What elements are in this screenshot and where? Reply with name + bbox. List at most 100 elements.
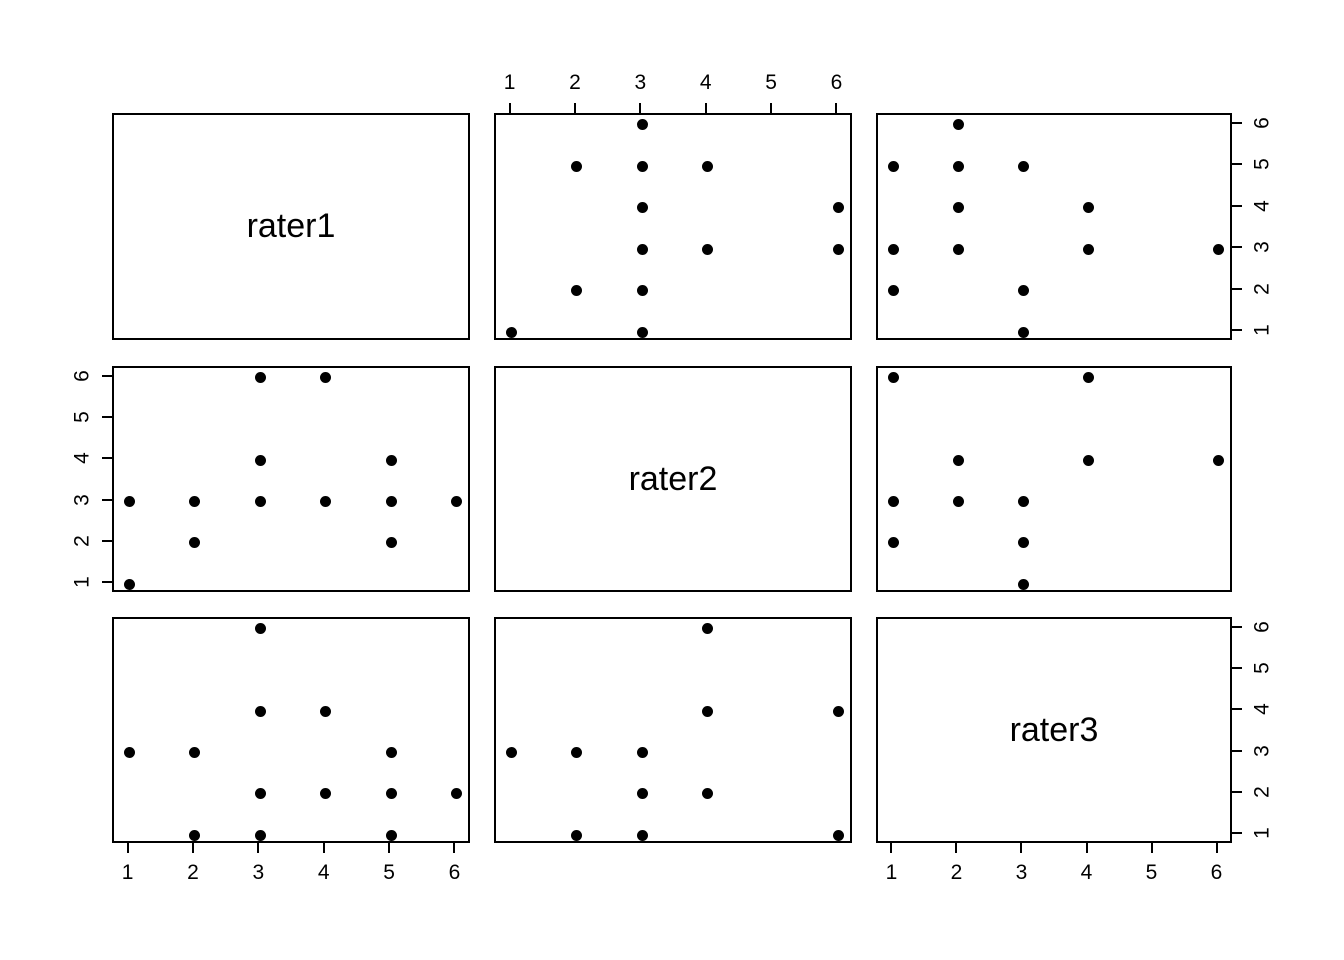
scatter-panel-rater3-vs-rater1 xyxy=(876,113,1232,340)
data-point xyxy=(832,829,844,841)
axis-tick-label-top: 1 xyxy=(503,71,516,94)
data-point xyxy=(1017,496,1029,508)
plot-area xyxy=(496,619,850,841)
data-point xyxy=(189,537,201,549)
data-point xyxy=(385,829,397,841)
data-point xyxy=(385,788,397,800)
data-point xyxy=(450,496,462,508)
scatter-panel-rater1-vs-rater3 xyxy=(112,617,470,843)
axis-tick-label-right: 2 xyxy=(1250,786,1274,798)
data-point xyxy=(1083,454,1094,466)
axis-tick-label-right: 1 xyxy=(1250,827,1274,839)
axis-tick-bottom xyxy=(388,843,391,853)
axis-tick-label-right: 3 xyxy=(1250,744,1274,757)
axis-tick-bottom xyxy=(1085,843,1088,853)
axis-tick-right xyxy=(1232,246,1242,249)
data-point xyxy=(254,454,266,466)
axis-tick-label-top: 4 xyxy=(699,71,712,94)
data-point xyxy=(385,747,397,759)
data-point xyxy=(571,747,583,759)
axis-tick-label-top: 3 xyxy=(634,71,647,94)
axis-tick-right xyxy=(1232,790,1242,793)
axis-tick-label-bottom: 3 xyxy=(252,861,265,884)
data-point xyxy=(887,160,899,172)
axis-tick-label-right: 6 xyxy=(1250,117,1274,129)
axis-tick-bottom xyxy=(453,843,456,853)
axis-tick-label-right: 4 xyxy=(1250,703,1274,716)
scatter-panel-rater3-vs-rater2 xyxy=(876,366,1232,592)
axis-tick-label-top: 2 xyxy=(569,71,581,94)
axis-tick-label-right: 5 xyxy=(1250,158,1274,171)
data-point xyxy=(636,202,648,214)
axis-tick-right xyxy=(1232,708,1242,711)
axis-tick-label-right: 1 xyxy=(1250,324,1274,336)
diagonal-panel-rater2: rater2 xyxy=(494,366,852,592)
diagonal-panel-rater1: rater1 xyxy=(112,113,470,340)
data-point xyxy=(1017,578,1029,590)
axis-tick-bottom xyxy=(257,843,260,853)
scatter-panel-rater2-vs-rater3 xyxy=(494,617,852,843)
axis-tick-right xyxy=(1232,204,1242,207)
axis-tick-top xyxy=(770,103,773,113)
data-point xyxy=(832,243,844,255)
data-point xyxy=(320,496,332,508)
plot-area xyxy=(878,115,1230,338)
axis-tick-bottom xyxy=(191,843,194,853)
data-point xyxy=(1213,243,1224,255)
data-point xyxy=(702,243,714,255)
axis-tick-label-left: 6 xyxy=(70,369,94,382)
data-point xyxy=(636,326,648,338)
axis-tick-top xyxy=(573,103,576,113)
axis-tick-label-left: 5 xyxy=(70,411,94,423)
data-point xyxy=(636,243,648,255)
data-point xyxy=(952,496,964,508)
axis-tick-right xyxy=(1232,749,1242,752)
axis-tick-label-left: 1 xyxy=(70,576,94,588)
axis-tick-label-bottom: 2 xyxy=(187,861,199,884)
axis-tick-label-bottom: 5 xyxy=(1145,861,1158,884)
diagonal-panel-rater3: rater3 xyxy=(876,617,1232,843)
scatter-panel-rater2-vs-rater1 xyxy=(494,113,852,340)
axis-tick-bottom xyxy=(126,843,129,853)
data-point xyxy=(952,454,964,466)
panel-variable-label: rater2 xyxy=(628,459,718,498)
panel-variable-label: rater3 xyxy=(1009,710,1099,749)
axis-tick-label-bottom: 3 xyxy=(1015,861,1028,884)
data-point xyxy=(887,496,899,508)
axis-tick-right xyxy=(1232,329,1242,332)
axis-tick-label-top: 5 xyxy=(765,71,777,94)
axis-tick-label-bottom: 6 xyxy=(448,861,461,884)
axis-tick-label-bottom: 4 xyxy=(1080,861,1093,884)
axis-tick-bottom xyxy=(1020,843,1023,853)
axis-tick-bottom xyxy=(1150,843,1153,853)
data-point xyxy=(124,747,136,759)
data-point xyxy=(254,705,266,717)
data-point xyxy=(702,623,714,635)
axis-tick-left xyxy=(102,457,112,460)
plot-area xyxy=(114,368,468,590)
plot-area xyxy=(114,619,468,841)
data-point xyxy=(320,372,332,384)
data-point xyxy=(124,578,136,590)
data-point xyxy=(636,829,648,841)
data-point xyxy=(450,788,462,800)
scatter-panel-rater1-vs-rater2 xyxy=(112,366,470,592)
axis-tick-bottom xyxy=(955,843,958,853)
axis-tick-bottom xyxy=(1215,843,1218,853)
data-point xyxy=(952,160,964,172)
data-point xyxy=(702,160,714,172)
data-point xyxy=(1017,537,1029,549)
data-point xyxy=(124,496,136,508)
data-point xyxy=(636,788,648,800)
axis-tick-label-bottom: 4 xyxy=(317,861,330,884)
data-point xyxy=(385,537,397,549)
axis-tick-top xyxy=(639,103,642,113)
data-point xyxy=(887,537,899,549)
axis-tick-label-right: 3 xyxy=(1250,241,1274,254)
axis-tick-left xyxy=(102,374,112,377)
axis-tick-right xyxy=(1232,287,1242,290)
plot-area xyxy=(878,368,1230,590)
data-point xyxy=(320,705,332,717)
data-point xyxy=(636,160,648,172)
